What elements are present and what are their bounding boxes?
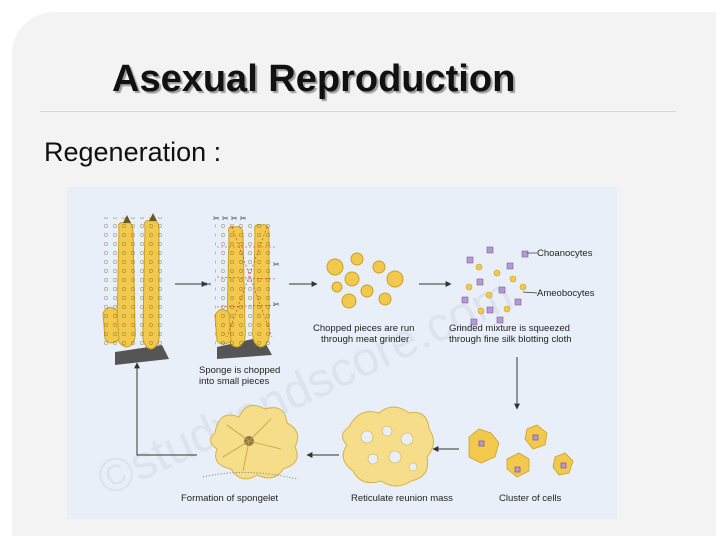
title-divider xyxy=(40,111,676,112)
regeneration-diagram: ©studyandscore.com ✂ ✂ ✂ ✂ ✂ ✂ ✂ xyxy=(67,187,617,519)
label-ameobocytes: Ameobocytes xyxy=(537,288,595,299)
caption-spongelet: Formation of spongelet xyxy=(181,493,279,504)
chopped-pieces xyxy=(326,252,404,309)
caption-grinded-mixture: Grinded mixture is squeezed through fine… xyxy=(449,323,572,345)
dispersed-cells xyxy=(461,246,538,326)
svg-text:✂: ✂ xyxy=(273,260,280,269)
diagram-artwork: ©studyandscore.com ✂ ✂ ✂ ✂ ✂ ✂ ✂ xyxy=(89,213,574,507)
caption-cluster-of-cells: Cluster of cells xyxy=(499,493,562,504)
spongelet xyxy=(202,404,299,480)
slide-subtitle: Regeneration : xyxy=(44,137,222,167)
label-choanocytes: Choanocytes xyxy=(537,248,593,259)
reticulate-mass xyxy=(342,406,434,487)
caption-chopped-pieces: Chopped pieces are run through meat grin… xyxy=(313,323,415,345)
caption-reticulate-mass: Reticulate reunion mass xyxy=(351,493,453,504)
svg-text:✂: ✂ xyxy=(273,300,280,309)
caption-sponge-chopped: Sponge is chopped into small pieces xyxy=(199,365,281,387)
arrow-step-7 xyxy=(134,362,197,456)
cell-clusters xyxy=(468,424,574,478)
sponge-chopped: ✂ ✂ ✂ ✂ ✂ ✂ ✂ xyxy=(205,214,280,359)
svg-text:✂: ✂ xyxy=(205,280,212,289)
slide-title: Asexual Reproduction xyxy=(112,58,516,100)
sponge-whole xyxy=(102,213,169,365)
svg-text:✂ ✂ ✂ ✂: ✂ ✂ ✂ ✂ xyxy=(213,214,247,223)
